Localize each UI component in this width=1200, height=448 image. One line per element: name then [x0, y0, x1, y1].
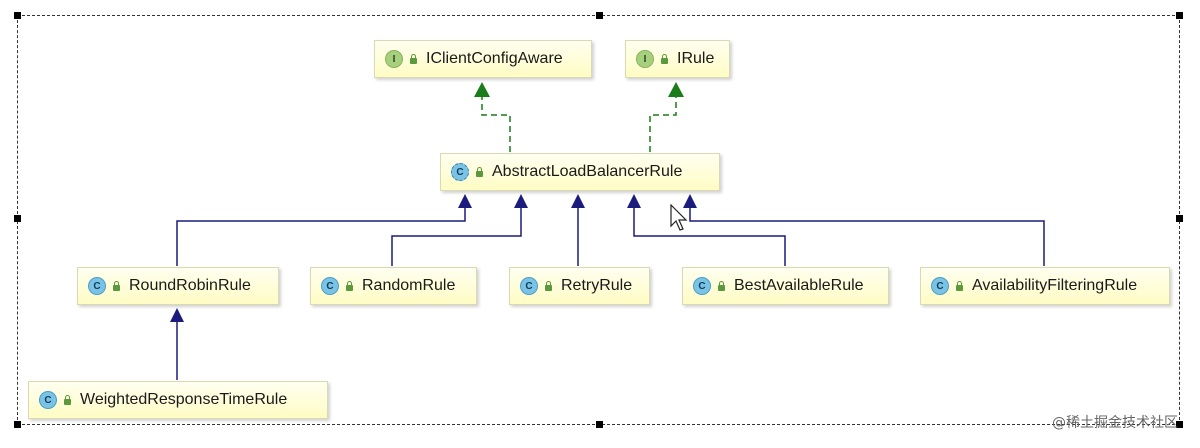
resize-handle-top-left[interactable]	[14, 12, 21, 19]
node-label: IClientConfigAware	[426, 50, 563, 67]
class-icon: C	[39, 391, 57, 409]
edge-roundrobin-extends-abstract	[176, 208, 466, 266]
node-irule[interactable]: I IRule	[625, 40, 730, 78]
edge-availability-extends-abstract	[689, 208, 1045, 266]
arrowhead-retry-abstract	[571, 194, 585, 208]
watermark: @稀土掘金技术社区	[1052, 415, 1178, 431]
access-icon	[63, 395, 72, 405]
arrowhead-irule	[668, 82, 684, 97]
node-label: RandomRule	[362, 277, 456, 294]
arrowhead-weighted-roundrobin	[170, 308, 184, 322]
node-roundrobinrule[interactable]: C RoundRobinRule	[77, 267, 279, 305]
mouse-cursor-icon	[670, 204, 688, 231]
node-label: BestAvailableRule	[734, 277, 864, 294]
resize-handle-middle-right[interactable]	[1176, 215, 1183, 222]
class-icon: C	[520, 277, 538, 295]
resize-handle-middle-left[interactable]	[14, 215, 21, 222]
class-icon: C	[693, 277, 711, 295]
node-label: AvailabilityFilteringRule	[972, 277, 1138, 294]
interface-icon: I	[385, 50, 403, 68]
node-label: RoundRobinRule	[129, 277, 251, 294]
class-icon: C	[321, 277, 339, 295]
resize-handle-bottom-center[interactable]	[596, 421, 603, 428]
abstract-class-icon: C	[451, 163, 469, 181]
node-label: WeightedResponseTimeRule	[80, 391, 288, 408]
arrowhead-iclientconfigaware	[474, 82, 490, 97]
node-label: AbstractLoadBalancerRule	[492, 163, 683, 180]
arrowhead-bestavailable-abstract	[627, 194, 641, 208]
resize-handle-bottom-right[interactable]	[1176, 421, 1183, 428]
node-bestavailablerule[interactable]: C BestAvailableRule	[682, 267, 889, 305]
access-icon	[717, 281, 726, 291]
arrowhead-random-abstract	[514, 194, 528, 208]
edge-random-extends-abstract	[391, 208, 522, 266]
node-retryrule[interactable]: C RetryRule	[509, 267, 650, 305]
node-label: IRule	[677, 50, 715, 67]
edge-abstract-implements-irule	[649, 95, 677, 152]
edge-abstract-implements-iclientconfigaware	[481, 95, 511, 152]
interface-icon: I	[636, 50, 654, 68]
node-weightedresponsetimerule[interactable]: C WeightedResponseTimeRule	[28, 381, 328, 419]
resize-handle-top-center[interactable]	[596, 12, 603, 19]
access-icon	[112, 281, 121, 291]
access-icon	[475, 167, 484, 177]
resize-handle-top-right[interactable]	[1176, 12, 1183, 19]
access-icon	[544, 281, 553, 291]
access-icon	[409, 54, 418, 64]
node-label: RetryRule	[561, 277, 633, 294]
class-icon: C	[931, 277, 949, 295]
resize-handle-bottom-left[interactable]	[14, 421, 21, 428]
node-availabilityfilteringrule[interactable]: C AvailabilityFilteringRule	[920, 267, 1170, 305]
node-iclientconfigaware[interactable]: I IClientConfigAware	[374, 40, 592, 78]
node-abstractloadbalancerrule[interactable]: C AbstractLoadBalancerRule	[440, 153, 720, 191]
arrowhead-roundrobin-abstract	[458, 194, 472, 208]
access-icon	[955, 281, 964, 291]
edge-bestavailable-extends-abstract	[633, 208, 786, 266]
class-icon: C	[88, 277, 106, 295]
arrowhead-availability-abstract	[683, 194, 697, 208]
node-randomrule[interactable]: C RandomRule	[310, 267, 477, 305]
access-icon	[660, 54, 669, 64]
access-icon	[345, 281, 354, 291]
